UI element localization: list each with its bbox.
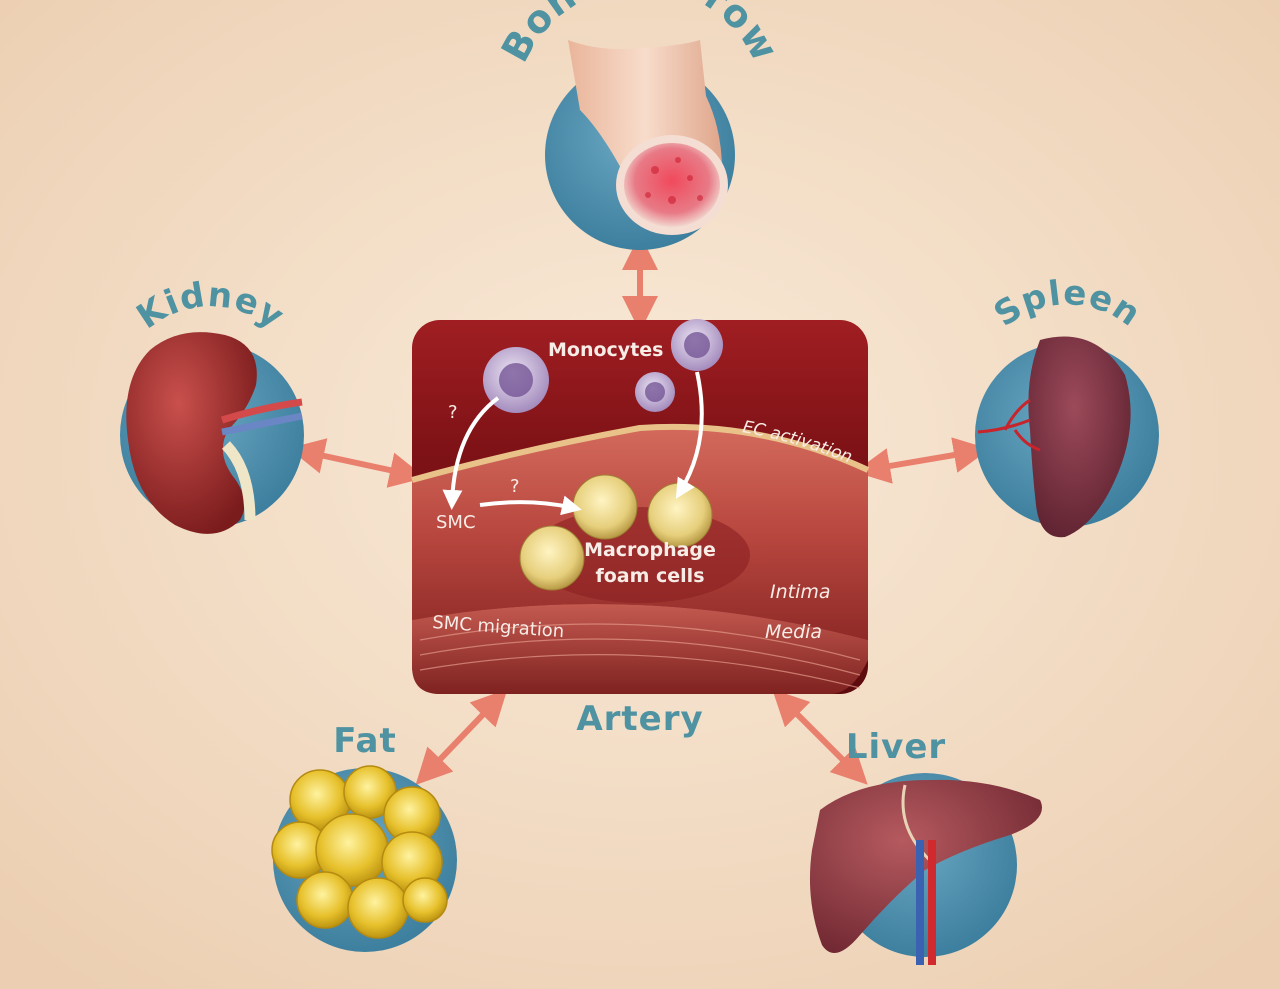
spleen-body	[1028, 336, 1131, 538]
macrophage-label-line1: Macrophage	[584, 539, 716, 561]
question-mark-1: ?	[448, 402, 458, 423]
question-mark-2: ?	[510, 476, 520, 497]
liver-ligament	[901, 784, 936, 867]
foam-cell	[519, 525, 585, 591]
bone-marrow-illustration	[545, 40, 735, 250]
arrow-monocyte-to-smc	[442, 396, 500, 510]
arrow-kidney-artery	[288, 438, 426, 488]
arrow-liver-artery	[772, 689, 868, 785]
kidney-illustration	[120, 332, 304, 534]
media-fibers	[419, 623, 861, 689]
migration-arrows	[442, 371, 704, 516]
renal-artery	[220, 398, 303, 424]
spleen-illustration	[975, 336, 1159, 538]
ureter	[221, 441, 256, 521]
arrow-fat-artery	[415, 688, 508, 786]
aorta	[928, 840, 936, 965]
splenic-vessels	[977, 398, 1041, 452]
foam-cell	[572, 474, 638, 540]
artery-panel	[411, 319, 870, 694]
fat-illustration	[271, 765, 457, 952]
arrow-spleen-artery	[854, 437, 990, 484]
arrow-monocyte-to-foam	[675, 371, 704, 499]
fat-globules	[271, 765, 448, 939]
media-label: Media	[765, 621, 822, 643]
monocytes	[483, 319, 723, 413]
marrow-cross-section	[624, 143, 720, 227]
liver-illustration	[809, 773, 1042, 965]
liver-body	[809, 779, 1042, 953]
arrow-smc-to-foam	[479, 495, 582, 516]
foam-cell	[647, 482, 713, 548]
macrophage-label-line2: foam cells	[595, 565, 704, 587]
connector-arrows	[288, 234, 990, 786]
liver-title: Liver	[846, 727, 946, 767]
smc-label: SMC	[436, 512, 476, 533]
foam-cells	[519, 474, 713, 591]
renal-vein	[221, 412, 303, 436]
endothelium	[411, 423, 870, 483]
monocytes-label: Monocytes	[548, 339, 663, 361]
fat-title: Fat	[333, 721, 396, 761]
artery-title: Artery	[576, 699, 703, 739]
intima-label: Intima	[770, 581, 831, 603]
vena-cava	[916, 840, 924, 965]
kidney-body	[126, 332, 257, 534]
